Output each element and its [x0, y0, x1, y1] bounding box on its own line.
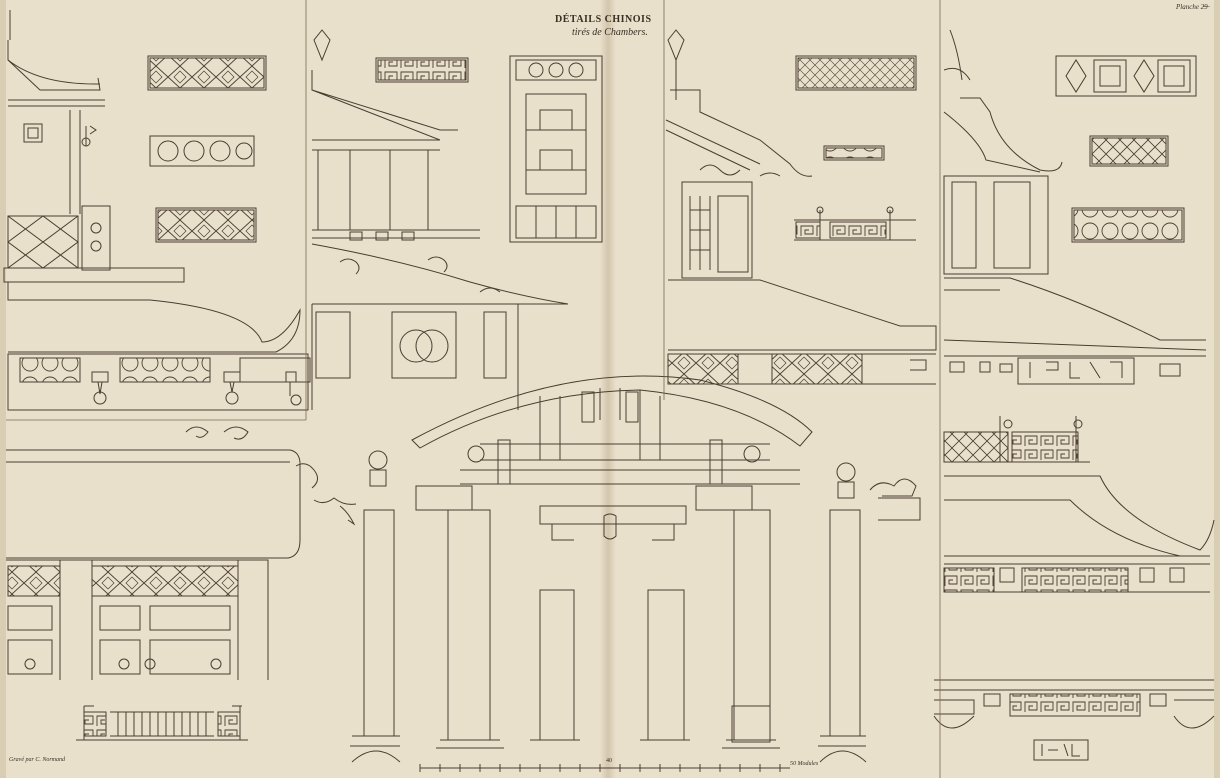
fret-band — [795, 55, 917, 91]
center-left-pavilion — [311, 29, 569, 410]
lattice-panel-3 — [155, 207, 257, 243]
plate-title: DÉTAILS CHINOIS — [555, 14, 652, 25]
engraver-credit: Gravé par C. Normand — [9, 757, 66, 763]
center-fold — [600, 0, 616, 778]
diamond-panel — [1055, 55, 1197, 97]
lattice-square — [1089, 135, 1169, 167]
center-right-pavilion — [665, 29, 937, 385]
left-lower-facade — [6, 559, 269, 680]
small-fret-panel — [375, 57, 469, 83]
right-lower-pavilion — [943, 416, 1215, 593]
top-left-pavilion — [3, 10, 301, 353]
bottom-right-base — [933, 679, 1215, 761]
left-frieze — [7, 353, 311, 411]
circle-band — [1071, 207, 1185, 243]
lattice-panel-1 — [147, 55, 267, 91]
small-band — [823, 145, 885, 161]
scale-number: 40 — [606, 758, 612, 764]
central-gate — [411, 375, 813, 749]
top-right-pavilion — [943, 29, 1207, 385]
left-scroll-panel — [6, 426, 357, 559]
railing-small — [794, 206, 916, 241]
lattice-panel-2 — [149, 135, 255, 167]
scale-bar — [419, 764, 790, 772]
scale-label: 50 Modules — [790, 761, 819, 767]
plate-subtitle: tirés de Chambers. — [572, 27, 648, 38]
plate-number-label: Planche 2̶9̶ — [1176, 3, 1208, 11]
left-post — [350, 450, 401, 763]
window-panel — [509, 55, 603, 243]
right-post — [818, 462, 921, 763]
small-balustrade — [76, 705, 248, 741]
